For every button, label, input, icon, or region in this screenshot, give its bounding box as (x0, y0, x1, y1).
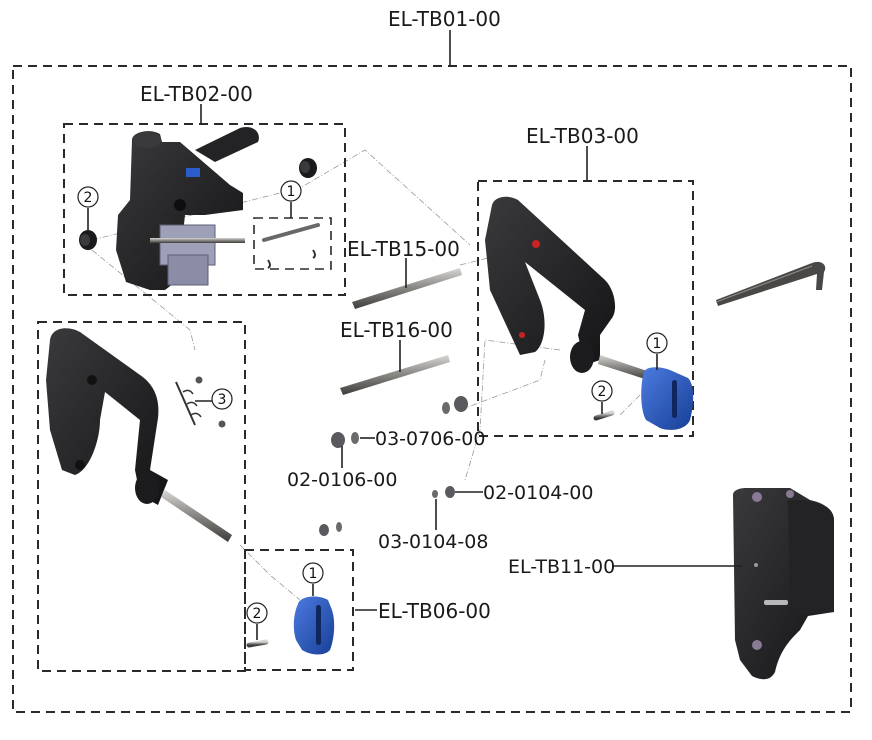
blue-release-button (186, 168, 200, 177)
shaft-part (161, 490, 232, 542)
shaft-part (352, 268, 462, 309)
arm-bracket-part (485, 196, 616, 373)
assembly-label-tb06: EL-TB06-00 (378, 599, 491, 623)
callout-number: 1 (309, 566, 318, 582)
part-label-washer-small: 03-0104-08 (378, 531, 488, 553)
part-label-nut-small: 02-0104-00 (483, 482, 593, 504)
subkit-boundary (253, 217, 332, 270)
callout-number: 1 (287, 184, 296, 200)
l-rod-part (715, 261, 826, 306)
washer-part (442, 402, 450, 414)
bushing-part (299, 158, 317, 178)
hardware-group: 03-0706-00 02-0106-00 02-0104-00 03-0104… (287, 396, 593, 553)
explode-line (91, 249, 196, 351)
assembly-boundary-tb06 (244, 549, 354, 671)
e-clip-part (267, 259, 271, 269)
assembly-label-tb02: EL-TB02-00 (140, 82, 253, 106)
assembly-label-tb03: EL-TB03-00 (526, 124, 639, 148)
washer-part (336, 522, 342, 532)
explode-line (619, 394, 641, 416)
assembly-el-tb01: EL-TB01-00 (12, 7, 852, 713)
shaft-part (598, 355, 650, 380)
callout-circle (302, 562, 324, 584)
shaft-el-tb16: EL-TB16-00 (340, 318, 453, 395)
nut-part (454, 396, 468, 412)
callout-circle (77, 186, 99, 208)
nut-part (331, 432, 345, 448)
housing-part (733, 488, 834, 680)
pin-part (593, 410, 615, 421)
assembly-boundary-tb02 (63, 123, 346, 296)
explode-line (459, 359, 546, 411)
nut-part (319, 524, 329, 536)
pin-part (262, 223, 320, 242)
shaft-part (340, 355, 450, 395)
bushing-part (79, 230, 97, 250)
washer-part (432, 490, 438, 498)
callout-circle (646, 332, 668, 354)
assembly-el-tb02: EL-TB02-00 1 2 (63, 82, 346, 296)
bracket-clip-part (175, 376, 226, 428)
arm-bracket-part (46, 328, 168, 505)
assembly-el-tb11: EL-TB11-00 (508, 488, 834, 680)
assembly-boundary-tb03 (477, 180, 694, 437)
explode-line (239, 544, 301, 601)
blue-knob-part (293, 596, 335, 655)
callout-circle (246, 602, 268, 624)
assembly-label-tb16: EL-TB16-00 (340, 318, 453, 342)
callout-number: 2 (253, 606, 262, 622)
callout-number: 2 (84, 190, 93, 206)
hinge-block-part (116, 126, 259, 290)
assembly-label-tb11: EL-TB11-00 (508, 556, 615, 578)
shaft-el-tb15: EL-TB15-00 (347, 237, 462, 309)
assembly-boundary-left-arm (37, 321, 246, 672)
callout-number: 3 (218, 392, 227, 408)
assembly-title: EL-TB01-00 (388, 7, 501, 31)
e-clip-part (312, 249, 316, 259)
assembly-boundary-tb01 (12, 65, 852, 713)
callout-circle (591, 380, 613, 402)
part-label-nut-large: 02-0106-00 (287, 469, 397, 491)
callout-number: 1 (653, 336, 662, 352)
callout-number: 2 (598, 384, 607, 400)
assembly-el-tb03: EL-TB03-00 1 2 (477, 124, 694, 437)
assembly-el-tb06: EL-TB06-00 1 2 (244, 549, 491, 671)
explode-line (464, 339, 561, 481)
part-label-washer-large: 03-0706-00 (375, 428, 485, 450)
washer-part (351, 432, 359, 444)
callout-circle (211, 388, 233, 410)
assembly-label-tb15: EL-TB15-00 (347, 237, 460, 261)
pin-part (246, 639, 269, 648)
callout-circle (280, 180, 302, 202)
nut-part (445, 486, 455, 498)
assembly-left-arm: 3 (37, 321, 246, 672)
blue-knob-part (641, 367, 694, 430)
